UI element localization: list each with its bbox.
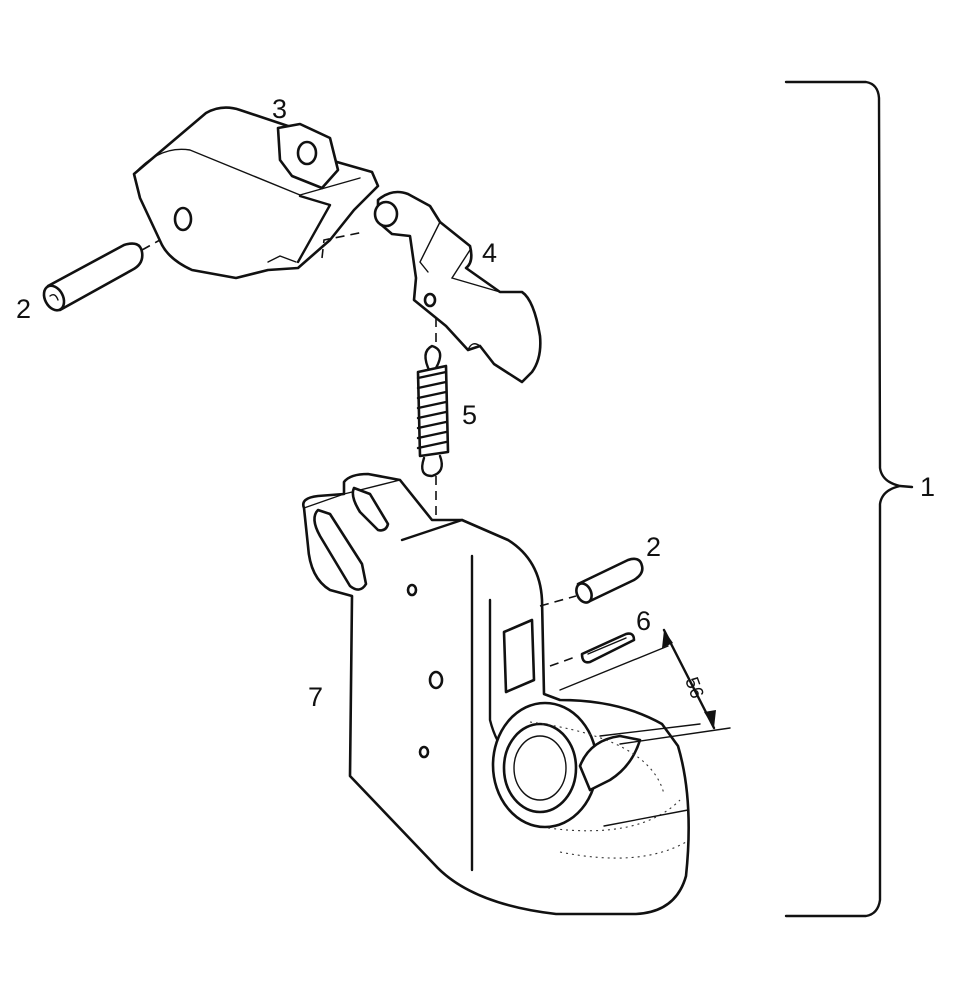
callout-5: 5 (462, 400, 477, 430)
callout-3: 3 (272, 94, 287, 124)
callout-2-lower: 2 (646, 532, 661, 562)
roll-pin-lower (575, 557, 644, 604)
clip-part (549, 632, 636, 667)
hook-body-part (302, 472, 701, 916)
callout-4: 4 (482, 238, 497, 268)
assembly-bracket (784, 80, 914, 918)
spring-part (416, 344, 450, 530)
latch-part (321, 190, 542, 384)
callout-6: 6 (636, 606, 651, 636)
housing-part (132, 106, 380, 280)
callout-7: 7 (308, 682, 323, 712)
callout-2-upper: 2 (16, 294, 31, 324)
roll-pin-upper (42, 239, 161, 312)
callout-1: 1 (920, 472, 935, 502)
dimension-value: 56 (680, 675, 707, 702)
